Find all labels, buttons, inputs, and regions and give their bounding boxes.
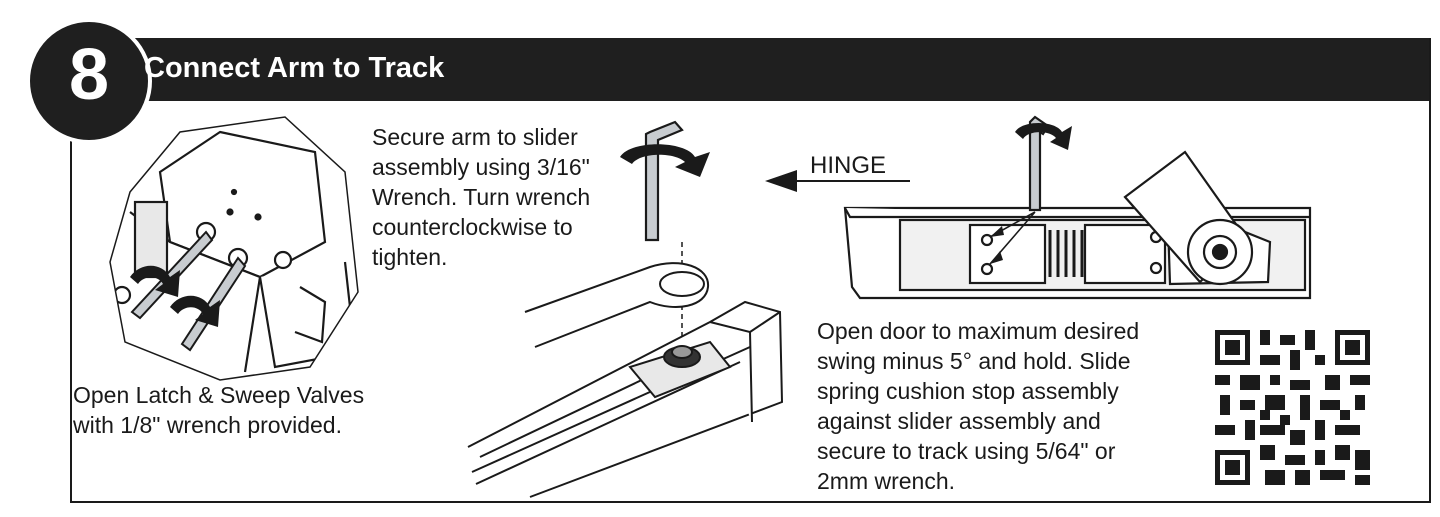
hex-wrench-icon <box>644 120 684 242</box>
rotate-arrow-icon <box>1015 123 1072 150</box>
step-badge: 8 <box>26 18 152 144</box>
rotate-arrow-icon <box>130 265 220 327</box>
arm-track-illustration <box>467 120 784 498</box>
header-bar <box>72 38 1429 101</box>
valves-caption: Open Latch & Sweep Valves with 1/8" wren… <box>73 382 365 438</box>
track-stop-illustration <box>843 115 1312 300</box>
rotate-arrow-icon <box>620 144 710 177</box>
left-arrow-icon <box>765 170 910 192</box>
open-door-caption: Open door to maximum desired swing minus… <box>817 318 1140 494</box>
step-number: 8 <box>68 35 110 115</box>
valve-illustration <box>109 116 359 381</box>
hinge-label: HINGE <box>810 152 887 179</box>
page-title: Connect Arm to Track <box>144 52 445 84</box>
qr-code-icon[interactable] <box>1215 330 1370 485</box>
secure-arm-caption: Secure arm to slider assembly using 3/16… <box>372 124 591 270</box>
